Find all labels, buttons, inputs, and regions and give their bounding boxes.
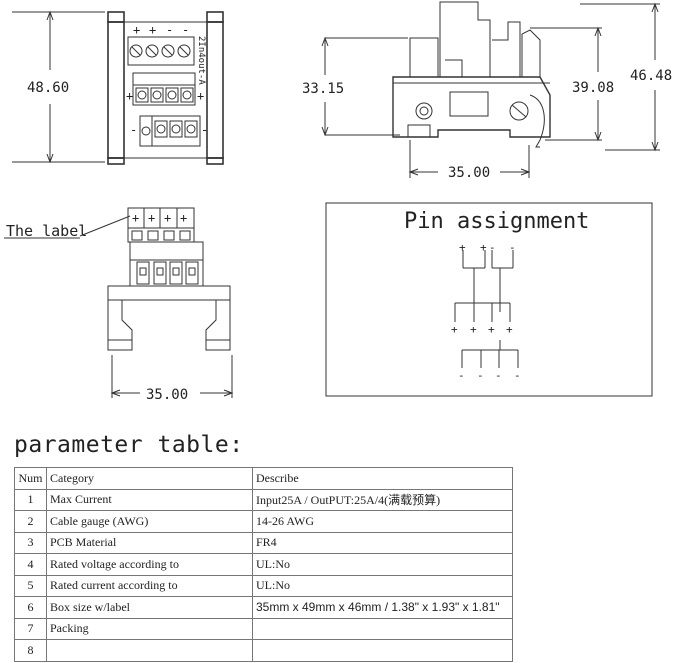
row-num: 6 [14, 596, 47, 619]
pin-out-minus-3: - [495, 369, 502, 382]
dim-side-outer: 46.48 [630, 68, 672, 84]
pin-input-1: + [459, 241, 466, 254]
table-row: 6 Box size w/label 35mm x 49mm x 46mm / … [14, 596, 513, 619]
dim-side-inner: 33.15 [302, 81, 344, 97]
table-header-row: Num Category Describe [14, 467, 513, 490]
row-category: PCB Material [46, 531, 253, 554]
table-row: 1 Max Current Input25A / OutPUT:25A/4(满载… [14, 488, 513, 511]
row-category [46, 639, 253, 662]
table-row: 2 Cable gauge (AWG) 14-26 AWG [14, 510, 513, 533]
pin-out-minus-4: - [514, 369, 521, 382]
row-describe: UL:No [252, 574, 513, 597]
table-row: 3 PCB Material FR4 [14, 531, 513, 554]
bottom-right-sign: - [201, 123, 208, 137]
dim-bottom-width: 35.00 [146, 387, 188, 403]
row-describe: UL:No [252, 553, 513, 576]
row-category: Max Current [46, 488, 253, 511]
pin-assignment-box [325, 202, 653, 397]
top-sign-4: - [182, 23, 189, 37]
row-describe: 14-26 AWG [252, 510, 513, 533]
pin-out-minus-2: - [477, 369, 484, 382]
bottom-view [4, 207, 234, 398]
row-category: Packing [46, 617, 253, 640]
row-num: 4 [14, 553, 47, 576]
dim-top-height: 48.60 [27, 80, 69, 96]
pin-input-4: - [509, 241, 516, 254]
bottom-sign-3: + [164, 211, 171, 225]
side-view [321, 1, 660, 178]
row-describe: 35mm x 49mm x 46mm / 1.38" x 1.93" x 1.8… [252, 596, 513, 619]
pin-assignment-title: Pin assignment [404, 209, 589, 234]
pin-out-plus-1: + [451, 323, 458, 336]
pin-out-plus-2: + [470, 323, 477, 336]
pin-out-plus-4: + [506, 323, 513, 336]
top-sign-3: - [166, 23, 173, 37]
row-describe [252, 639, 513, 662]
table-row: 8 [14, 639, 513, 662]
row-describe [252, 617, 513, 640]
row-num: 2 [14, 510, 47, 533]
row-describe: Input25A / OutPUT:25A/4(满载预算) [252, 488, 513, 511]
label-callout: The label [6, 222, 87, 240]
row-describe: FR4 [252, 531, 513, 554]
technical-drawing: 48.60 + + - - + + - - 2In4out-A 33.15 39… [4, 1, 672, 403]
pin-input-2: + [480, 241, 487, 254]
top-view [12, 10, 224, 165]
row-num: 1 [14, 488, 47, 511]
dim-side-width: 35.00 [448, 165, 490, 181]
row-num: 3 [14, 531, 47, 554]
row-category: Cable gauge (AWG) [46, 510, 253, 533]
bottom-sign-4: + [180, 211, 187, 225]
row-num: 5 [14, 574, 47, 597]
middle-right-sign: + [197, 89, 204, 103]
row-category: Box size w/label [46, 596, 253, 619]
parameter-table-title: parameter table: [14, 432, 244, 458]
bottom-left-sign: - [130, 123, 137, 137]
pcb-text: 2In4out-A [196, 36, 206, 85]
bottom-sign-2: + [148, 211, 155, 225]
dim-side-mid: 39.08 [572, 80, 614, 96]
header-describe: Describe [252, 467, 513, 490]
top-sign-2: + [149, 23, 156, 37]
pin-out-minus-1: - [458, 369, 465, 382]
table-row: 4 Rated voltage according to UL:No [14, 553, 513, 576]
row-num: 8 [14, 639, 47, 662]
table-row: 7 Packing [14, 617, 513, 640]
row-category: Rated voltage according to [46, 553, 253, 576]
parameter-table: Num Category Describe 1 Max Current Inpu… [14, 467, 513, 662]
bottom-sign-1: + [132, 211, 139, 225]
header-category: Category [46, 467, 253, 490]
pin-out-plus-3: + [488, 323, 495, 336]
row-category: Rated current according to [46, 574, 253, 597]
row-num: 7 [14, 617, 47, 640]
pin-input-3: - [489, 241, 496, 254]
top-sign-1: + [133, 23, 140, 37]
header-num: Num [14, 467, 47, 490]
middle-left-sign: + [126, 89, 133, 103]
table-row: 5 Rated current according to UL:No [14, 574, 513, 597]
